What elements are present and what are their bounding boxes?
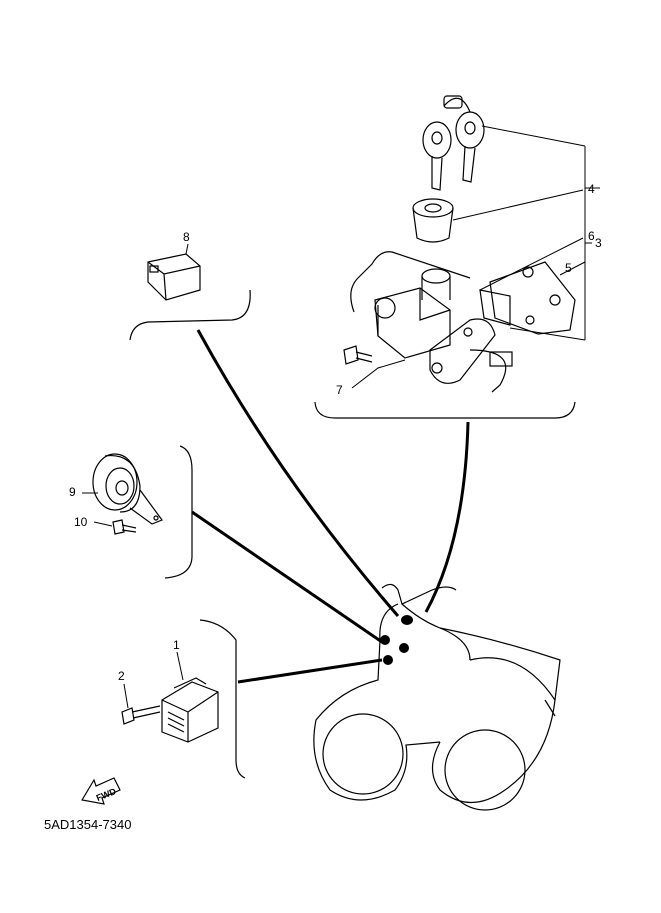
screw-10-part [112, 519, 137, 535]
callout-5: 5 [565, 261, 572, 275]
callout-4: 4 [588, 182, 595, 196]
bolt-7-part [343, 345, 373, 365]
bracket-rectifier [199, 619, 246, 779]
main-switch-part [350, 251, 513, 393]
cap-part [412, 198, 454, 243]
leader-lines [191, 329, 470, 684]
fwd-label: FWD [95, 786, 118, 803]
scooter-part-markers [380, 615, 413, 665]
callout-6: 6 [588, 229, 595, 243]
callout-8: 8 [183, 230, 190, 244]
bracket-relay [129, 289, 251, 341]
callout-3: 3 [595, 236, 602, 250]
callout-10: 10 [74, 515, 88, 529]
callout-2: 2 [118, 669, 125, 683]
bolt-2-part [121, 705, 161, 725]
plate-part [479, 261, 576, 335]
diagram-code: 5AD1354-7340 [44, 817, 132, 832]
scooter-outline [313, 583, 561, 811]
callout-9: 9 [69, 485, 76, 499]
callout-7: 7 [336, 383, 343, 397]
bracket-main-switch [314, 401, 576, 419]
keys-part [422, 95, 485, 191]
callout-leaders [82, 125, 600, 709]
rectifier-part [161, 677, 219, 743]
fwd-arrow-icon: FWD [81, 777, 121, 805]
horn-part [92, 453, 163, 525]
bracket-horn [164, 445, 193, 579]
relay-part [147, 253, 201, 301]
callout-1: 1 [173, 638, 180, 652]
